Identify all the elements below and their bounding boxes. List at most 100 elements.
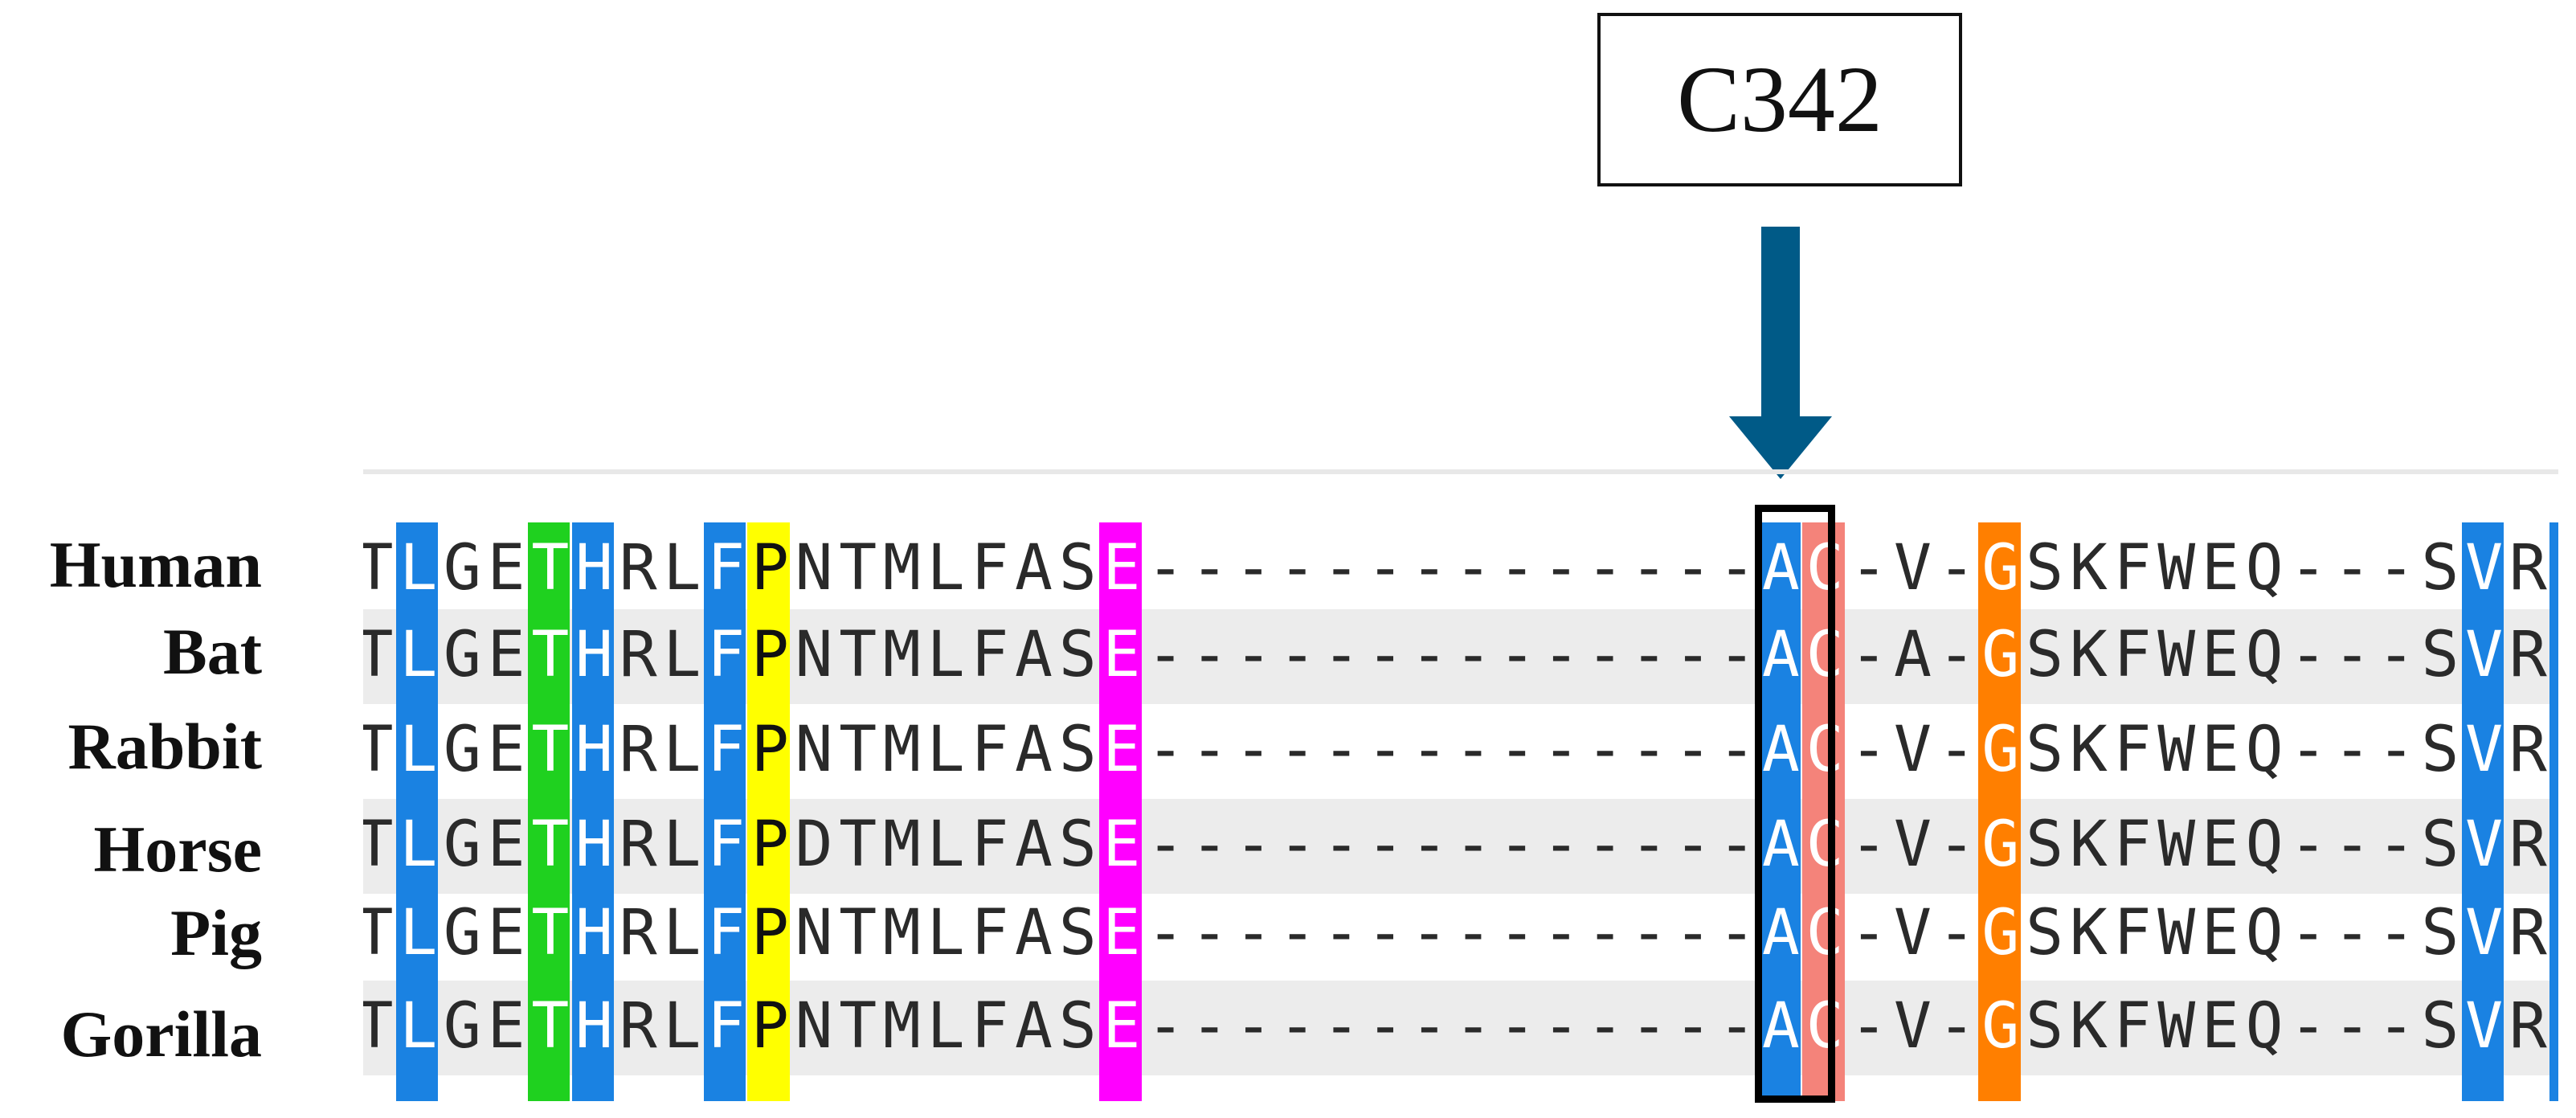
residue-char: P [750,619,789,691]
residue-char: K [2069,809,2108,881]
gap-char: - [2333,532,2371,604]
residue-char: A [1761,714,1800,786]
residue-char: N [795,990,833,1063]
residue-char: F [2113,619,2152,691]
residue-char: E [1102,532,1141,604]
residue-char: L [2549,537,2558,600]
residue-char: P [750,990,789,1063]
residue-char: Q [2245,714,2284,786]
residue-char: F [2113,714,2152,786]
residue-char: L [926,990,965,1063]
residue-char: E [487,809,525,881]
residue-char: R [2509,809,2547,881]
residue-char: S [2421,619,2459,691]
gap-char: - [2289,990,2328,1063]
residue-char: F [971,897,1009,969]
residue-char: E [487,532,525,604]
residue-char: T [531,990,570,1063]
gap-char: - [1147,714,1185,786]
residue-char: L [399,809,438,881]
gap-char: - [1629,990,1668,1063]
gap-char: - [1366,714,1405,786]
residue-char: R [2509,897,2547,969]
species-label-human: Human [49,528,262,601]
gap-char: - [1542,619,1580,691]
residue-char: F [971,809,1009,881]
gap-char: - [1410,532,1449,604]
residue-char: F [707,714,746,786]
gap-char: - [2333,809,2371,881]
residue-char: L [663,897,701,969]
gap-char: - [1278,897,1317,969]
residue-char: V [2465,990,2504,1063]
gap-char: - [1542,532,1580,604]
residue-char: S [2026,990,2064,1063]
gap-char: - [1454,897,1492,969]
residue-char: G [1981,990,2020,1063]
gap-char: - [1629,714,1668,786]
residue-char: L [926,532,965,604]
gap-char: - [2289,897,2328,969]
gap-char: - [1498,809,1536,881]
gap-char: - [2333,990,2371,1063]
gap-char: - [1850,619,1888,691]
gap-char: - [1147,897,1185,969]
residue-char: M [882,714,921,786]
gap-char: - [1586,714,1625,786]
residue-char: T [531,714,570,786]
residue-char: M [882,619,921,691]
residue-char: C [1805,532,1844,604]
residue-char: F [2113,532,2152,604]
residue-char: L [926,714,965,786]
residue-char: E [1102,714,1141,786]
residue-char: V [1894,532,1932,604]
gap-char: - [1498,990,1536,1063]
gap-char: - [1278,809,1317,881]
gap-char: - [1718,619,1756,691]
residue-char: A [1894,619,1932,691]
residue-char: S [2026,897,2064,969]
residue-char: L [2549,902,2558,964]
residue-char: R [2509,714,2547,786]
gap-char: - [1366,619,1405,691]
residue-char: V [1894,897,1932,969]
residue-char: Q [2245,809,2284,881]
gap-char: - [2377,532,2415,604]
residue-char: A [1761,897,1800,969]
gap-char: - [2289,809,2328,881]
gap-char: - [1234,809,1273,881]
residue-char: G [443,990,481,1063]
residue-char: F [707,809,746,881]
residue-char: M [882,990,921,1063]
gap-char: - [2333,619,2371,691]
gap-char: - [1674,714,1712,786]
residue-char: S [2421,714,2459,786]
residue-char: W [2157,809,2196,881]
species-label-horse: Horse [93,813,262,886]
residue-char: Q [2245,619,2284,691]
residue-char: W [2157,990,2196,1063]
residue-char: L [663,619,701,691]
residue-char: A [1015,990,1053,1063]
residue-char: R [619,619,657,691]
gap-char: - [1674,897,1712,969]
gap-char: - [1454,532,1492,604]
gap-char: - [1498,532,1536,604]
gap-char: - [1278,619,1317,691]
gap-char: - [1718,714,1756,786]
residue-char: F [707,990,746,1063]
residue-char: A [1015,809,1053,881]
residue-char: G [1981,619,2020,691]
gap-char: - [1937,619,1976,691]
residue-char: E [2201,990,2239,1063]
residue-char: G [1981,809,2020,881]
top-divider [363,469,2558,474]
gap-char: - [2289,714,2328,786]
residue-char: F [971,714,1009,786]
residue-char: M [882,532,921,604]
gap-char: - [1937,897,1976,969]
gap-char: - [1850,532,1888,604]
residue-char: E [2201,619,2239,691]
gap-char: - [1278,714,1317,786]
